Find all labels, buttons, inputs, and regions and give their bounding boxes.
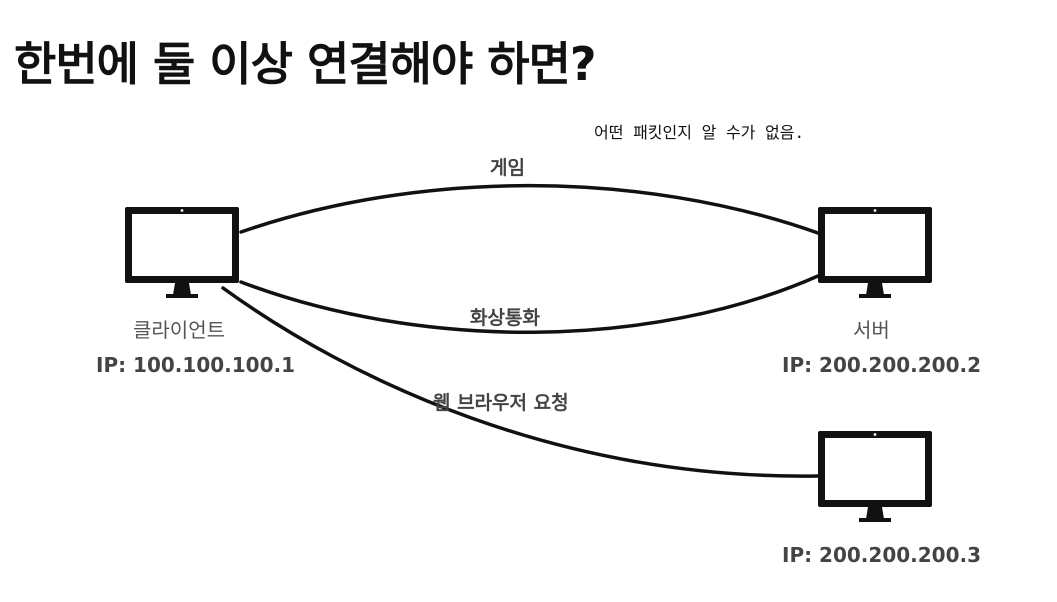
link-game: [239, 183, 820, 235]
link-label-game: 게임: [490, 157, 525, 179]
link-video-call: [239, 274, 820, 335]
client-monitor-icon: [125, 207, 239, 298]
server2-ip: IP: 200.200.200.3: [782, 543, 982, 567]
client-name: 클라이언트: [133, 318, 225, 342]
link-label-video-call: 화상통화: [470, 307, 540, 329]
server-monitor-icon: [818, 207, 932, 298]
server-name: 서버: [853, 318, 890, 342]
link-label-web-request: 웹 브라우저 요청: [433, 392, 569, 414]
server-ip: IP: 200.200.200.2: [782, 353, 982, 377]
note-text: 어떤 패킷인지 알 수가 없음.: [594, 123, 805, 142]
client-ip: IP: 100.100.100.1: [96, 353, 296, 377]
page-title: 한번에 둘 이상 연결해야 하면?: [14, 37, 597, 91]
server2-monitor-icon: [818, 431, 932, 522]
link-web-request: [221, 286, 820, 478]
